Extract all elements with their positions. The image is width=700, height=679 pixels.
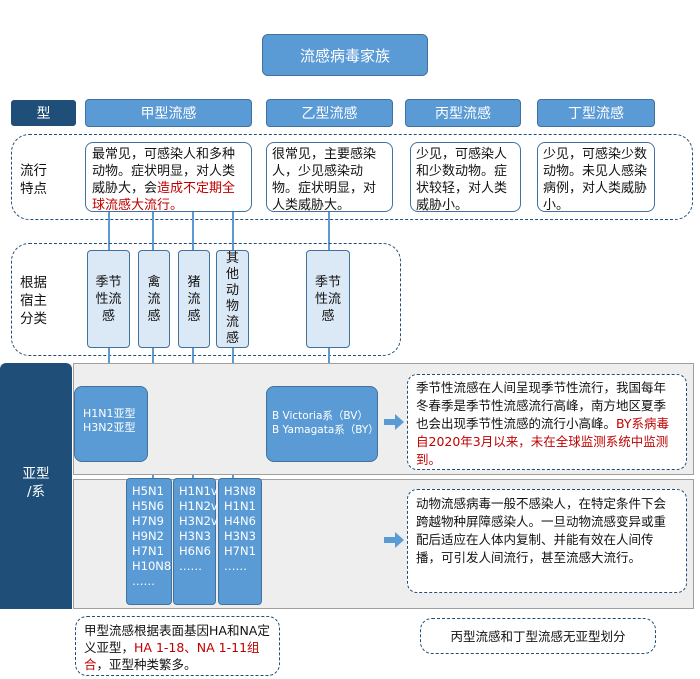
arrow-right-icon — [384, 537, 396, 543]
type-a-subtype-note-end: ，亚型种类繁多。 — [96, 657, 197, 672]
swine-subtype-list: H1N1v H1N2v H3N2v H3N3 H6N6 …… — [173, 478, 218, 605]
epidemic-c-box: 少见，可感染人和少数动物。症状较轻，对人类威胁小。 — [410, 142, 521, 213]
subtype-row-label: 亚型 /系 — [22, 466, 50, 500]
connector-line — [108, 212, 110, 250]
seasonal-b-lineages: B Victoria系（BV） B Yamagata系（BY） — [266, 386, 379, 462]
host-a-swine-label: 猪流感 — [187, 274, 201, 324]
type-a-subtype-note-text: 甲型流感根据表面基因HA和NA定义亚型， — [84, 623, 270, 655]
host-a-swine: 猪流感 — [178, 250, 210, 348]
host-a-avian-label: 禽流感 — [147, 274, 161, 324]
type-a-subtype-note-red: HA 1-18、NA 1-11组合 — [84, 640, 260, 672]
epidemic-row-frame — [11, 134, 693, 220]
host-a-other-animal: 其他动物流感 — [216, 250, 249, 348]
epidemic-d-box: 少见，可感染少数动物。未见人感染病例，对人类威胁小。 — [537, 142, 655, 213]
seasonal-note-red-text: BY系病毒自2020年3月以来，未在全球监测系统中监测到。 — [416, 416, 670, 467]
type-row-label: 型 — [11, 100, 76, 126]
type-a-header: 甲型流感 — [85, 99, 252, 127]
seasonal-note: 季节性流感在人间呈现季节性流行，我国每年冬春季是季节性流感流行高峰，南方地区夏季… — [407, 374, 687, 470]
type-a-subtype-note: 甲型流感根据表面基因HA和NA定义亚型，HA 1-18、NA 1-11组合，亚型… — [75, 616, 280, 676]
avian-subtype-list: H5N1 H5N6 H7N9 H9N2 H7N1 H10N8 …… — [126, 478, 172, 605]
connector-line — [152, 212, 154, 250]
type-cd-subtype-note: 丙型流感和丁型流感无亚型划分 — [420, 618, 656, 654]
host-row-frame — [11, 243, 401, 356]
seasonal-a-subtypes: H1N1亚型 H3N2亚型 — [74, 386, 148, 462]
epidemic-a-box: 最常见，可感染人和多种动物。症状明显，对人类威胁大，会造成不定期全球流感大流行。 — [85, 142, 252, 213]
host-b-seasonal-label: 季节性流感 — [314, 274, 341, 324]
type-d-header: 丁型流感 — [537, 99, 655, 127]
connector-line — [192, 212, 194, 250]
arrow-right-icon — [384, 419, 396, 425]
connector-line — [232, 212, 234, 250]
connector-line — [328, 212, 330, 250]
host-a-other-animal-label: 其他动物流感 — [225, 251, 239, 346]
host-b-seasonal: 季节性流感 — [306, 250, 350, 348]
type-c-header: 丙型流感 — [405, 99, 521, 127]
other-animal-subtype-list: H3N8 H1N1 H4N6 H3N3 H7N1 …… — [218, 478, 262, 605]
animal-note: 动物流感病毒一般不感染人，在特定条件下会跨越物种屏障感染人。一旦动物流感变异或重… — [407, 489, 687, 593]
host-a-seasonal: 季节性流感 — [87, 250, 130, 348]
arrow-head-icon — [395, 532, 404, 548]
seasonal-note-text: 季节性流感在人间呈现季节性流行，我国每年冬春季是季节性流感流行高峰，南方地区夏季… — [416, 380, 667, 431]
epidemic-b-box: 很常见，主要感染人，少见感染动物。症状明显，对人类威胁大。 — [266, 142, 393, 213]
subtype-row-label-panel — [0, 363, 72, 609]
epidemic-row-label: 流行 特点 — [20, 163, 47, 197]
host-row-label: 根据 宿主 分类 — [20, 275, 47, 327]
arrow-head-icon — [395, 414, 404, 430]
epidemic-a-text: 最常见，可感染人和多种动物。症状明显，对人类威胁大，会 — [92, 147, 236, 196]
type-b-header: 乙型流感 — [266, 99, 393, 127]
epidemic-a-red-text: 造成不定期全球流感大流行。 — [92, 181, 236, 213]
host-a-avian: 禽流感 — [138, 250, 170, 348]
diagram-title: 流感病毒家族 — [262, 34, 428, 76]
host-a-seasonal-label: 季节性流感 — [95, 274, 122, 324]
